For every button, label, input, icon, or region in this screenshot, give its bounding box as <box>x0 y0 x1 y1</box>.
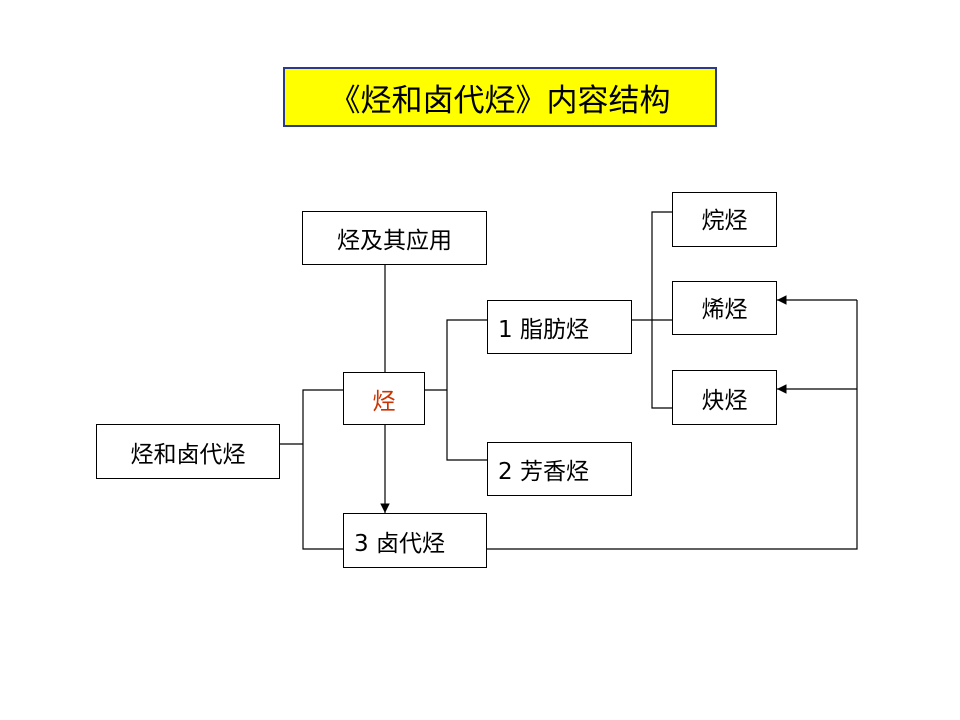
hydrocarbon-label: 烃 <box>372 388 396 415</box>
alkyne-node: 炔烃 <box>672 370 777 425</box>
root-branch <box>302 389 343 550</box>
halo-return-line <box>487 300 858 550</box>
aromatic-label: 2 芳香烃 <box>498 459 589 485</box>
hydrocarbon-node: 烃 <box>343 372 425 425</box>
alkene-node: 烯烃 <box>672 281 777 335</box>
alkene-label: 烯烃 <box>701 297 748 323</box>
alkyne-label: 炔烃 <box>701 387 748 414</box>
aliphatic-branch <box>651 211 672 409</box>
aliphatic-node: 1 脂肪烃 <box>487 300 632 354</box>
root-label: 烃和卤代烃 <box>130 441 246 468</box>
applications-node: 烃及其应用 <box>302 211 487 265</box>
alkane-node: 烷烃 <box>672 192 777 247</box>
slide-title: 《烃和卤代烃》内容结构 <box>283 67 717 127</box>
halo-node: 3 卤代烃 <box>343 513 487 568</box>
alkane-label: 烷烃 <box>701 208 748 234</box>
halo-label: 3 卤代烃 <box>354 530 445 557</box>
applications-label: 烃及其应用 <box>337 228 452 254</box>
aromatic-node: 2 芳香烃 <box>487 442 632 496</box>
aliphatic-label: 1 脂肪烃 <box>498 317 589 343</box>
hydrocarbon-branch <box>446 319 487 461</box>
root-node: 烃和卤代烃 <box>96 424 280 479</box>
